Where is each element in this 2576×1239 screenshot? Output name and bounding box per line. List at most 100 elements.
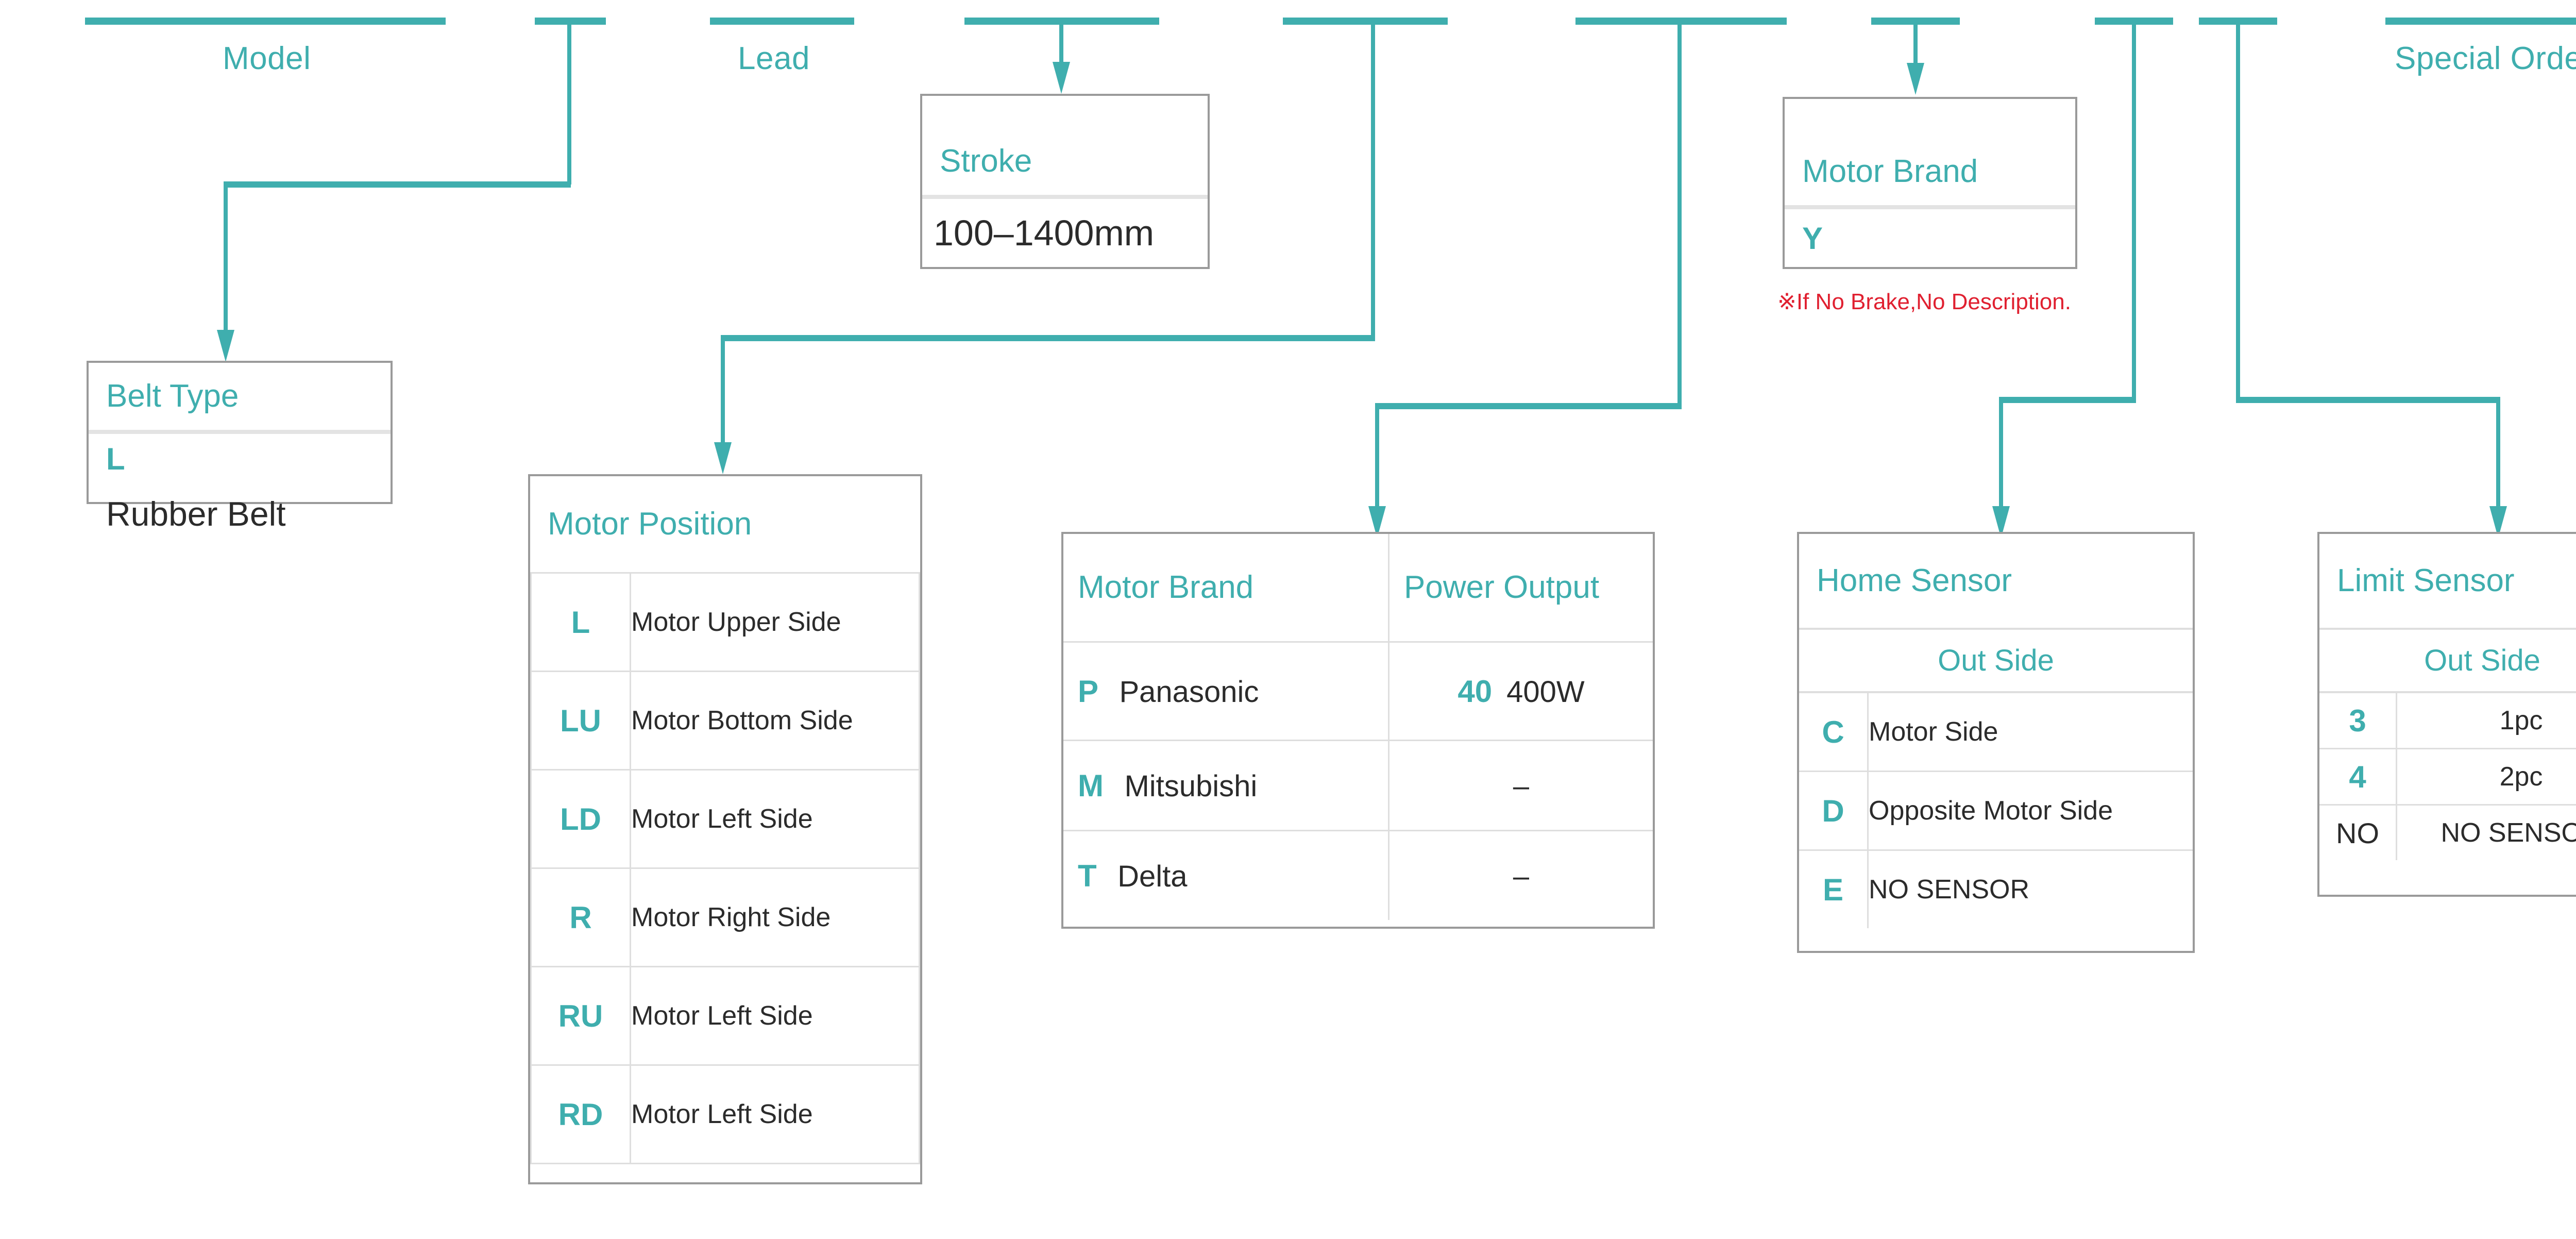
- limit-sensor-divider-1: [2319, 628, 2576, 630]
- stroke-title: Stroke: [940, 143, 1032, 179]
- table-row: D Opposite Motor Side: [1799, 771, 2193, 851]
- header-bar-lead: [710, 18, 854, 25]
- home-sensor-desc: NO SENSOR: [1867, 849, 2193, 928]
- power-output-value: –: [1388, 740, 1653, 831]
- power-output-title-cell: Power Output: [1388, 534, 1653, 643]
- belt-type-title: Belt Type: [106, 378, 239, 414]
- home-sensor-divider-2: [1799, 691, 2193, 693]
- belt-type-divider: [89, 430, 391, 434]
- table-row: L Motor Upper Side: [530, 572, 920, 672]
- motor-brand-single-title: Motor Brand: [1802, 154, 1978, 189]
- power-output-cell: 40 400W: [1388, 641, 1653, 741]
- connector-motor-brand-h: [1375, 403, 1682, 409]
- connector-belt-type-h: [224, 181, 571, 188]
- motor-position-desc: Motor Left Side: [630, 966, 920, 1066]
- connector-belt-type-arrow: [217, 330, 234, 362]
- limit-sensor-subhead: Out Side: [2424, 644, 2540, 677]
- connector-motor-position-v2: [721, 335, 725, 447]
- home-sensor-table: C Motor Side D Opposite Motor Side E NO …: [1799, 693, 2193, 928]
- home-sensor-card: Home Sensor Out Side C Motor Side D Oppo…: [1797, 532, 2195, 953]
- motor-brand-single-card: Motor Brand Y: [1783, 97, 2077, 269]
- motor-brand-code: P: [1078, 674, 1099, 709]
- connector-stroke-v: [1059, 21, 1063, 85]
- connector-belt-type-v1: [567, 21, 571, 185]
- header-label-model: Model: [223, 41, 311, 76]
- motor-position-code: LD: [530, 769, 631, 869]
- motor-brand-name: Panasonic: [1119, 675, 1259, 709]
- table-row: RU Motor Left Side: [530, 966, 920, 1066]
- power-output-code: 40: [1458, 674, 1493, 709]
- table-row: R Motor Right Side: [530, 867, 920, 967]
- table-row: 4 2pc: [2319, 748, 2576, 806]
- motor-brand-name: Delta: [1117, 859, 1188, 893]
- motor-position-desc: Motor Upper Side: [630, 572, 920, 672]
- home-sensor-subhead: Out Side: [1938, 644, 2054, 677]
- table-row: P Panasonic 40 400W: [1063, 641, 1653, 741]
- motor-brand-title-left: Motor Brand: [1078, 570, 1254, 605]
- table-row: RD Motor Left Side: [530, 1064, 920, 1164]
- table-row: C Motor Side: [1799, 693, 2193, 772]
- limit-sensor-code: 3: [2319, 693, 2397, 749]
- connector-stroke-arrow: [1053, 62, 1070, 94]
- connector-brake-arrow: [1907, 63, 1924, 95]
- table-row: M Mitsubishi –: [1063, 740, 1653, 831]
- limit-sensor-desc: 2pc: [2396, 748, 2576, 806]
- connector-belt-type-v2: [224, 181, 228, 335]
- connector-motor-brand-v2: [1375, 403, 1379, 511]
- motor-brand-card: Motor Brand Power Output P Panasonic 40 …: [1061, 532, 1655, 929]
- connector-motor-position-v1: [1371, 21, 1375, 339]
- power-output-value: 400W: [1506, 675, 1585, 709]
- connector-home-sensor-v1: [2132, 21, 2136, 402]
- connector-brake-v: [1913, 21, 1918, 87]
- limit-sensor-desc: NO SENSOR: [2396, 804, 2576, 860]
- motor-position-code: LU: [530, 671, 631, 771]
- motor-brand-title-right: Power Output: [1404, 570, 1600, 605]
- stroke-value: 100–1400mm: [934, 213, 1155, 253]
- motor-brand-cell: P Panasonic: [1063, 641, 1389, 741]
- home-sensor-divider-1: [1799, 628, 2193, 630]
- table-row: LU Motor Bottom Side: [530, 671, 920, 771]
- header-label-special-order-no: Special Order No.: [2395, 41, 2576, 76]
- table-row: 3 1pc: [2319, 693, 2576, 749]
- motor-brand-cell: M Mitsubishi: [1063, 740, 1389, 831]
- motor-position-title: Motor Position: [548, 506, 752, 542]
- limit-sensor-code: NO: [2319, 804, 2397, 860]
- header-bar-motor-pos: [1283, 18, 1448, 25]
- header-bar-special: [2385, 18, 2576, 25]
- connector-limit-sensor-v1: [2236, 21, 2240, 402]
- motor-brand-brake-note: ※If No Brake,No Description.: [1777, 289, 2071, 314]
- motor-position-desc: Motor Right Side: [630, 867, 920, 967]
- connector-motor-position-h: [721, 335, 1375, 341]
- stroke-card: Stroke 100–1400mm: [920, 94, 1210, 269]
- motor-position-desc: Motor Left Side: [630, 1064, 920, 1164]
- motor-brand-single-code: Y: [1802, 221, 1823, 256]
- motor-brand-header-row: Motor Brand Power Output: [1063, 534, 1653, 643]
- motor-brand-code: M: [1078, 768, 1104, 803]
- table-row: LD Motor Left Side: [530, 769, 920, 869]
- motor-brand-code: T: [1078, 858, 1097, 893]
- limit-sensor-card: Limit Sensor Out Side 3 1pc 4 2pc NO NO …: [2317, 532, 2576, 897]
- stroke-divider: [922, 195, 1208, 199]
- motor-position-code: L: [530, 572, 631, 672]
- motor-position-desc: Motor Bottom Side: [630, 671, 920, 771]
- motor-position-code: RD: [530, 1064, 631, 1164]
- home-sensor-code: E: [1799, 849, 1869, 928]
- limit-sensor-desc: 1pc: [2396, 693, 2576, 749]
- belt-type-code: L: [106, 442, 125, 476]
- motor-position-code: RU: [530, 966, 631, 1066]
- connector-motor-brand-v1: [1677, 21, 1682, 407]
- home-sensor-title: Home Sensor: [1817, 563, 2012, 598]
- motor-position-desc: Motor Left Side: [630, 769, 920, 869]
- power-output-value: –: [1388, 830, 1653, 920]
- home-sensor-desc: Opposite Motor Side: [1867, 771, 2193, 851]
- connector-home-sensor-h: [1999, 397, 2136, 403]
- motor-brand-single-divider: [1785, 205, 2075, 209]
- header-bar-model: [85, 18, 446, 25]
- home-sensor-desc: Motor Side: [1867, 693, 2193, 772]
- table-row: E NO SENSOR: [1799, 849, 2193, 928]
- table-row: NO NO SENSOR: [2319, 804, 2576, 860]
- connector-limit-sensor-h: [2236, 397, 2500, 403]
- limit-sensor-table: 3 1pc 4 2pc NO NO SENSOR: [2319, 693, 2576, 860]
- motor-position-table: L Motor Upper Side LU Motor Bottom Side …: [530, 572, 920, 1164]
